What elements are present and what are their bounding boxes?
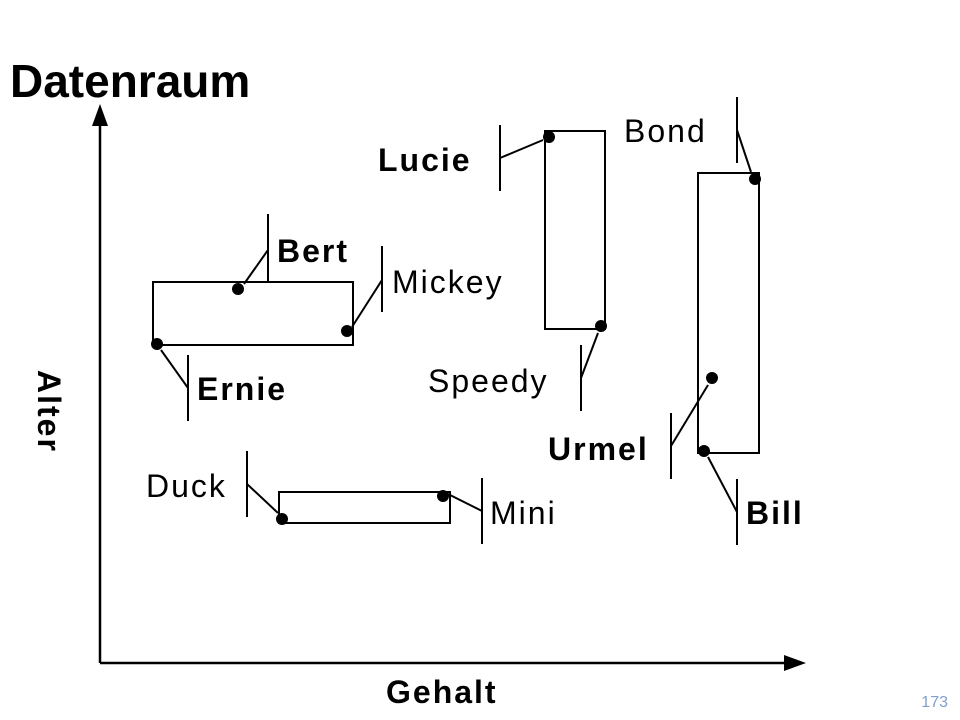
region-bert-ernie-mickey bbox=[152, 281, 354, 346]
x-axis-arrowhead bbox=[784, 655, 806, 671]
y-axis-label: Alter bbox=[31, 370, 67, 453]
leader-bert bbox=[243, 214, 269, 285]
label-urmel: Urmel bbox=[548, 431, 649, 467]
point-duck bbox=[276, 513, 288, 525]
region-duck-mini bbox=[278, 491, 451, 524]
x-axis-label: Gehalt bbox=[386, 674, 498, 710]
leader-urmel bbox=[670, 384, 709, 479]
point-speedy bbox=[595, 320, 607, 332]
y-axis bbox=[92, 104, 108, 663]
page-number: 173 bbox=[921, 694, 948, 711]
label-speedy: Speedy bbox=[428, 363, 549, 399]
leader-lucie bbox=[499, 125, 544, 191]
label-mini: Mini bbox=[490, 495, 557, 531]
point-bill bbox=[698, 445, 710, 457]
label-mickey: Mickey bbox=[392, 264, 504, 300]
point-bert bbox=[232, 283, 244, 295]
point-ernie bbox=[151, 338, 163, 350]
point-mini bbox=[437, 490, 449, 502]
leader-bill bbox=[707, 456, 738, 545]
point-mickey bbox=[341, 325, 353, 337]
leader-mini bbox=[447, 478, 483, 544]
region-bond-urmel-bill bbox=[697, 172, 760, 454]
point-urmel bbox=[706, 372, 718, 384]
label-ernie: Ernie bbox=[197, 371, 287, 407]
label-bill: Bill bbox=[746, 495, 804, 531]
x-axis bbox=[100, 655, 806, 671]
leader-speedy bbox=[580, 332, 599, 411]
leader-bond bbox=[736, 97, 752, 173]
leader-mickey bbox=[351, 246, 383, 328]
label-lucie: Lucie bbox=[378, 142, 472, 178]
label-duck: Duck bbox=[146, 468, 227, 504]
region-lucie-speedy bbox=[544, 130, 606, 330]
leader-duck bbox=[246, 451, 279, 517]
slide-title: Datenraum bbox=[10, 55, 251, 107]
point-lucie bbox=[543, 131, 555, 143]
y-axis-arrowhead bbox=[92, 104, 108, 126]
label-bert: Bert bbox=[277, 233, 349, 269]
leader-ernie bbox=[160, 349, 189, 421]
label-bond: Bond bbox=[624, 113, 707, 149]
point-bond bbox=[749, 173, 761, 185]
